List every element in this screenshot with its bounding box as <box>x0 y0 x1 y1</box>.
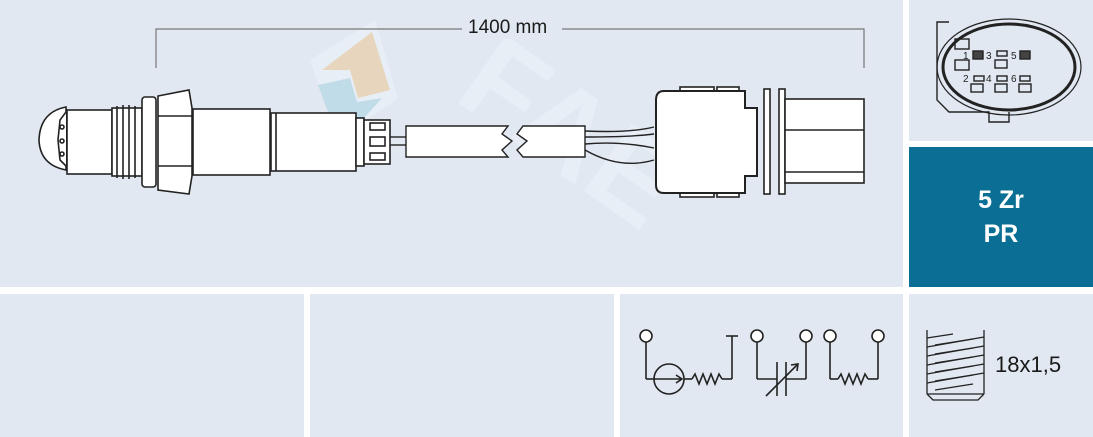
oxygen-sensor-illustration: FAE <box>38 28 865 198</box>
sensor-body <box>38 89 391 195</box>
sensor-type-line1: 5 Zr <box>978 186 1024 214</box>
pin-label-4: 4 <box>986 74 992 85</box>
plug-connector <box>655 86 865 198</box>
pin-label-2: 2 <box>963 74 969 85</box>
empty-info-cell-1 <box>0 294 304 437</box>
pin-label-5: 5 <box>1011 51 1017 62</box>
pin-label-3: 3 <box>986 51 992 62</box>
thread-spec-cell: 18x1,5 <box>909 294 1093 437</box>
connector-face-icon: 1 3 5 2 4 6 <box>936 18 1082 123</box>
thread-icon <box>926 330 985 401</box>
empty-info-cell-2 <box>310 294 614 437</box>
sensor-drawing-panel: FAE <box>0 0 903 287</box>
sensor-type-line2: PR <box>983 220 1019 248</box>
pin-label-6: 6 <box>1011 74 1017 85</box>
cable <box>390 125 655 165</box>
sensor-type-badge: 5 Zr PR <box>909 147 1093 287</box>
thread-spec-label: 18x1,5 <box>995 352 1062 377</box>
cable-length-label: 1400 mm <box>462 17 554 39</box>
dimension-line <box>155 28 865 68</box>
circuit-schematic-icon <box>639 329 885 397</box>
connector-pinout-cell: 1 3 5 2 4 6 <box>909 0 1093 141</box>
pin-label-1: 1 <box>963 51 969 62</box>
circuit-diagram-cell <box>620 294 903 437</box>
